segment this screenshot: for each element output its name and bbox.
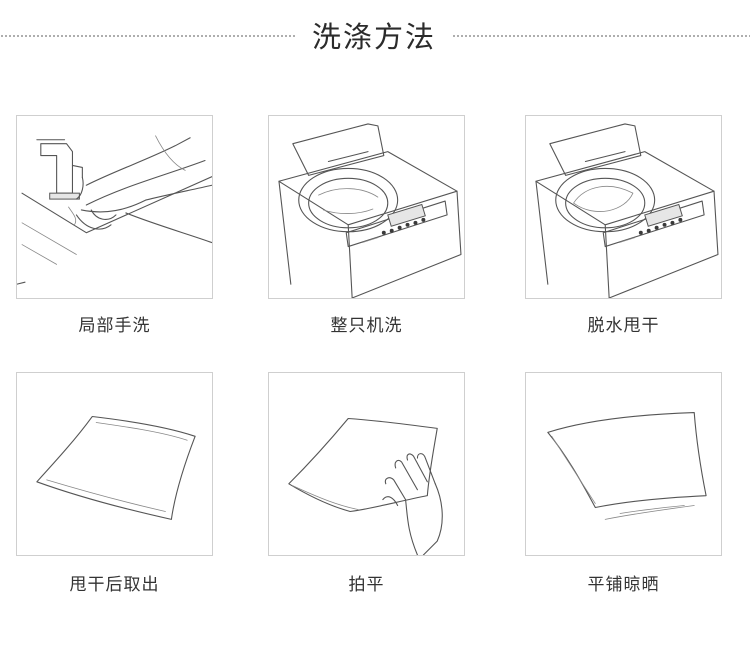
step-card-pat-flat bbox=[268, 372, 465, 556]
hand-wash-sink-icon bbox=[17, 135, 212, 285]
dotted-divider-right bbox=[452, 34, 750, 38]
step-label-take-out: 甩干后取出 bbox=[69, 575, 160, 595]
pillow-flat-dry-icon bbox=[547, 412, 707, 520]
step-label-hand-wash: 局部手洗 bbox=[78, 316, 151, 336]
spin-dry-machine-icon bbox=[535, 123, 719, 298]
dotted-divider-left bbox=[0, 34, 296, 38]
washing-machine-icon bbox=[278, 123, 462, 298]
step-card-machine-wash bbox=[268, 115, 465, 299]
step-label-machine-wash: 整只机洗 bbox=[330, 316, 403, 336]
step-card-spin-dry bbox=[525, 115, 722, 299]
step-label-lay-flat-dry: 平铺晾晒 bbox=[587, 575, 660, 595]
pillow-pat-hand-icon bbox=[288, 417, 443, 555]
step-card-lay-flat-dry bbox=[525, 372, 722, 556]
step-card-hand-wash bbox=[16, 115, 213, 299]
step-label-pat-flat: 拍平 bbox=[348, 575, 385, 595]
page-title: 洗涤方法 bbox=[311, 20, 436, 54]
step-label-spin-dry: 脱水甩干 bbox=[587, 316, 660, 336]
pillow-icon bbox=[36, 415, 196, 520]
step-card-take-out bbox=[16, 372, 213, 556]
section-header: 洗涤方法 bbox=[0, 0, 750, 80]
